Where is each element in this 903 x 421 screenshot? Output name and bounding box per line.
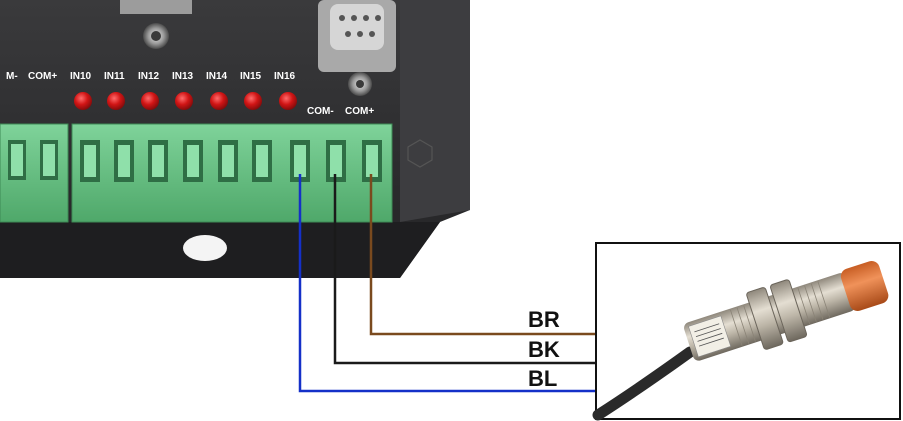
label-in10: IN10 (70, 71, 92, 82)
wire-brown (369, 174, 596, 336)
label-com-minus-left: M- (6, 71, 18, 82)
wire-label-bl: BL (528, 366, 557, 391)
mounting-slot (183, 235, 227, 261)
label-in11: IN11 (104, 71, 125, 82)
label-in15: IN15 (240, 71, 262, 82)
wire-black (333, 174, 596, 365)
label-com-plus-right: COM+ (345, 106, 374, 117)
led-in14 (210, 92, 228, 110)
hex-mark (407, 139, 433, 168)
led-in10 (74, 92, 92, 110)
label-in12: IN12 (138, 71, 160, 82)
led-in13 (175, 92, 193, 110)
label-in13: IN13 (172, 71, 194, 82)
sensor-cable (592, 346, 696, 421)
label-com-plus-left: COM+ (28, 71, 57, 82)
sensor-label (688, 315, 732, 358)
label-in14: IN14 (206, 71, 228, 82)
wire-label-br: BR (528, 307, 560, 332)
terminal-block-left (0, 123, 69, 223)
input-leds (74, 92, 297, 110)
label-in16: IN16 (274, 71, 296, 82)
sensor-photo (592, 242, 901, 421)
input-labels: M- COM+ IN10 IN11 IN12 IN13 IN14 IN15 IN… (6, 71, 374, 117)
sensor-nut-1 (746, 287, 784, 350)
sensor-cap (840, 260, 889, 312)
db9-connector-right (318, 0, 396, 96)
led-in16 (279, 92, 297, 110)
db9-connector-left (120, 0, 192, 49)
wires (298, 174, 596, 393)
terminal-block-inputs (71, 123, 393, 223)
wire-label-bk: BK (528, 337, 560, 362)
led-in15 (244, 92, 262, 110)
label-com-minus-right: COM- (307, 106, 334, 117)
sensor-nut-2 (770, 279, 808, 343)
led-in12 (141, 92, 159, 110)
wire-blue (298, 174, 596, 393)
led-in11 (107, 92, 125, 110)
